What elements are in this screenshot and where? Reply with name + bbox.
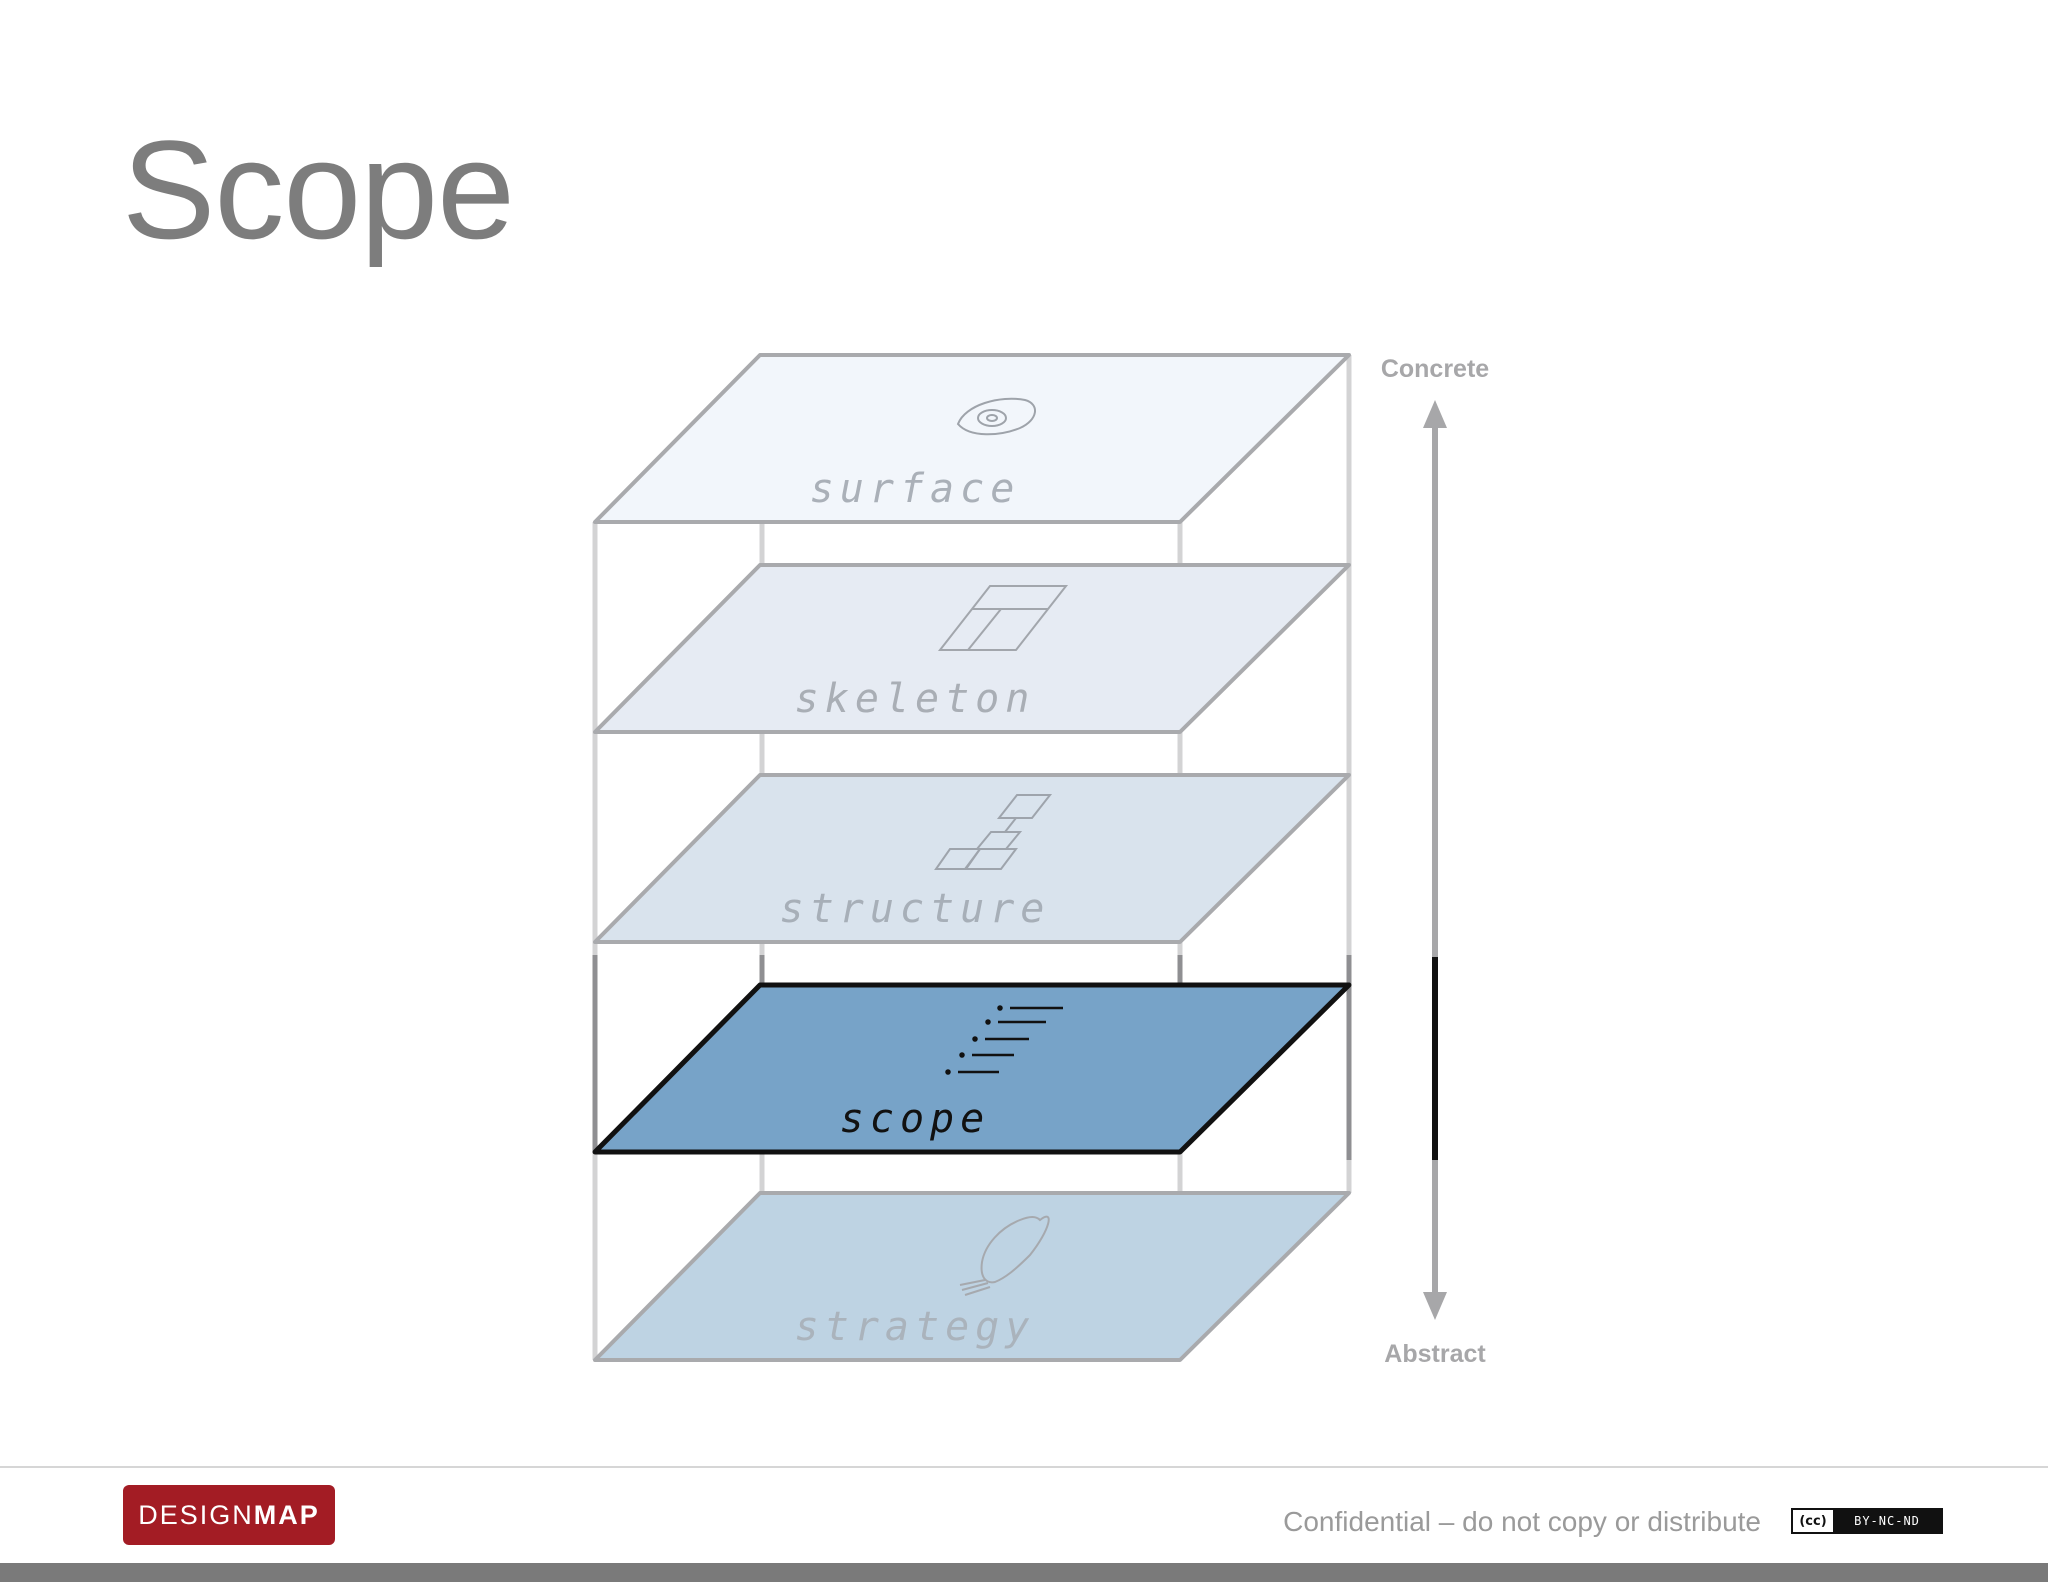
- cc-license-text: BY-NC-ND: [1833, 1510, 1941, 1532]
- plane-surface: surface: [593, 353, 1351, 524]
- plane-scope-label: scope: [840, 1096, 990, 1142]
- cc-icon: (cc): [1793, 1510, 1833, 1532]
- plane-skeleton-shape: [593, 563, 1351, 734]
- bottom-bar: [0, 1563, 2048, 1582]
- lightbulb-icon: [959, 1215, 1050, 1296]
- plane-surface-shape: [593, 353, 1351, 524]
- plane-surface-label: surface: [810, 466, 1021, 512]
- plane-strategy: strategy: [593, 1191, 1351, 1362]
- footer-divider: [0, 1466, 2048, 1468]
- axis-label-concrete: Concrete: [1381, 355, 1489, 383]
- plane-scope: scope: [592, 982, 1352, 1155]
- cc-license-badge: (cc) BY-NC-ND: [1791, 1508, 1943, 1534]
- plane-structure: structure: [593, 773, 1351, 944]
- axis-label-abstract: Abstract: [1384, 1340, 1486, 1368]
- slide-title: Scope: [122, 111, 515, 268]
- plane-structure-label: structure: [780, 886, 1051, 932]
- wireframe-icon: [937, 585, 1069, 651]
- flowchart-icon: [934, 794, 1053, 870]
- logo-text-bold: MAP: [253, 1499, 320, 1530]
- plane-strategy-label: strategy: [795, 1304, 1036, 1350]
- axis-arrow-down: [1423, 1292, 1447, 1320]
- plane-skeleton-label: skeleton: [795, 676, 1036, 722]
- confidential-notice: Confidential – do not copy or distribute: [1283, 1506, 1761, 1537]
- plane-strategy-shape: [593, 1191, 1351, 1362]
- axis-arrow-up: [1423, 400, 1447, 428]
- logo-text-light: DESIGN: [138, 1499, 254, 1530]
- list-icon: [945, 1005, 1063, 1075]
- concrete-abstract-axis: Concrete Abstract: [1381, 355, 1489, 1368]
- plane-skeleton: skeleton: [593, 563, 1351, 734]
- elements-diagram: strategy scope structure: [592, 353, 1489, 1368]
- plane-scope-shape: [592, 982, 1352, 1155]
- eye-icon: [956, 397, 1036, 436]
